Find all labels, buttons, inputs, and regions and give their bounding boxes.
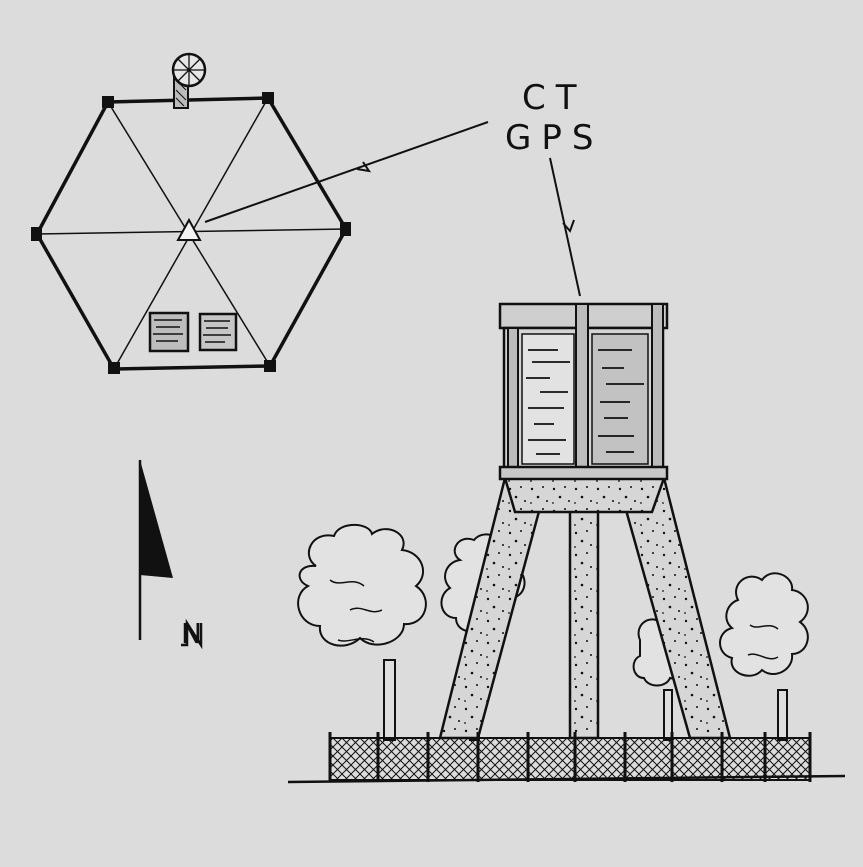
center-triangle-marker (176, 217, 202, 241)
label-north: N (181, 617, 202, 650)
wind-vane-icon (171, 52, 207, 109)
label-ct: CT (522, 78, 587, 118)
tree (297, 523, 427, 741)
tower-cabin (498, 302, 669, 481)
fence (287, 732, 846, 784)
hexagon-corner-posts (31, 92, 351, 374)
north-arrow-icon (138, 460, 203, 650)
tower-legs (438, 476, 732, 740)
observation-tower (438, 302, 732, 740)
leader-arrows (204, 121, 581, 297)
label-gps: GPS (505, 118, 604, 158)
panels-plan (148, 311, 238, 353)
trees (297, 523, 809, 741)
tree (719, 572, 809, 741)
plan-view (31, 52, 351, 374)
